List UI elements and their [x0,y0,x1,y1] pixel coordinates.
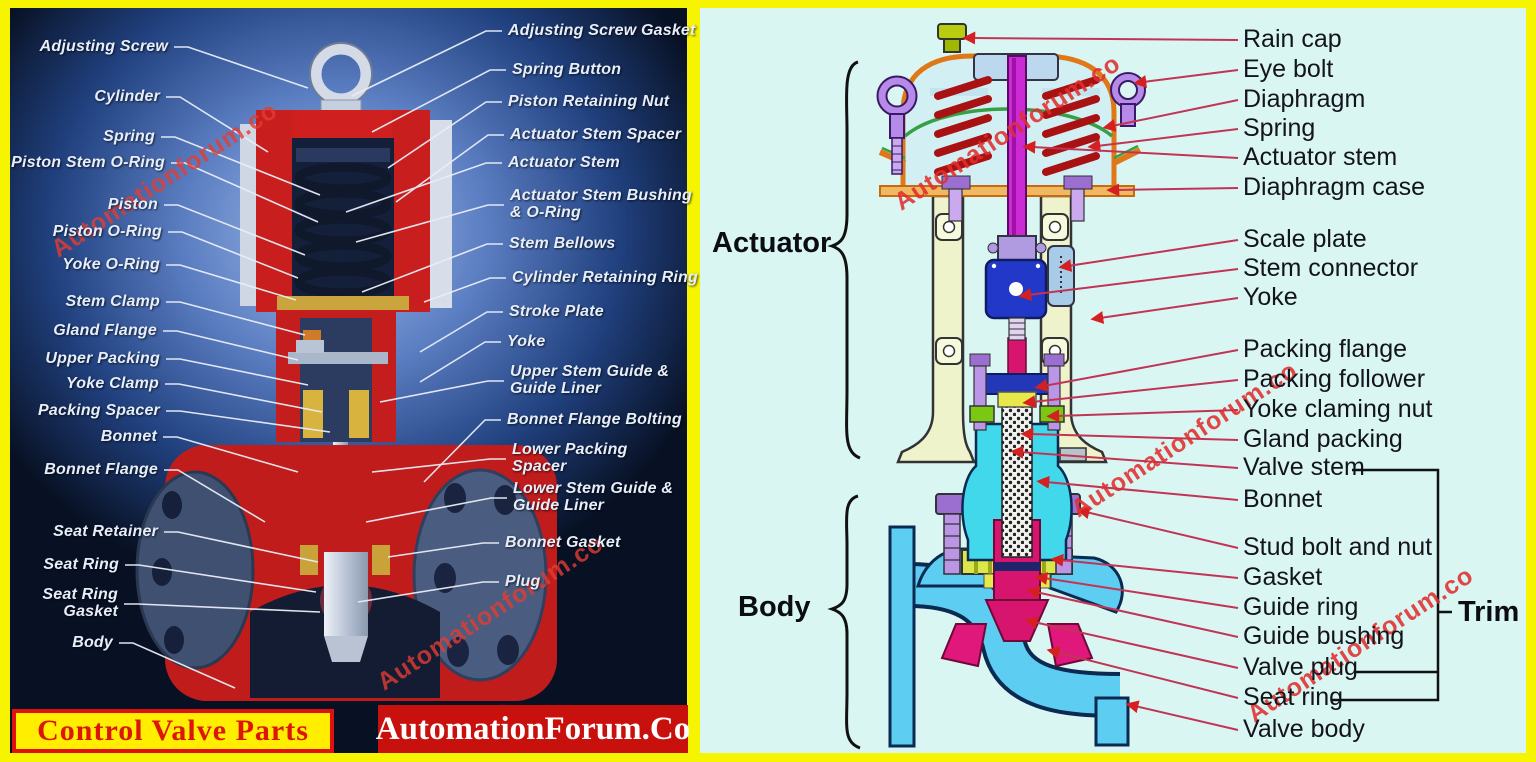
part-label-diaphragm: Diaphragm [1243,85,1366,113]
part-label-yoke: Yoke [1243,283,1298,311]
part-label-stud-bolt-and-nut: Stud bolt and nut [1243,533,1433,561]
part-label-bonnet: Bonnet [1243,485,1323,513]
part-label-spring: Spring [103,128,155,145]
part-label-yoke: Yoke [507,333,546,350]
part-label-scale-plate: Scale plate [1243,225,1367,253]
title-box: Control Valve Parts [12,709,334,753]
part-label-packing-follower: Packing follower [1243,365,1426,393]
part-label-valve-body: Valve body [1243,715,1365,743]
part-label-adjusting-screw-gasket: Adjusting Screw Gasket [508,22,696,39]
part-label-upper-packing: Upper Packing [45,350,160,367]
part-label-diaphragm-case: Diaphragm case [1243,173,1426,201]
part-label-adjusting-screw: Adjusting Screw [39,38,168,55]
part-label-bonnet-flange: Bonnet Flange [44,461,158,478]
watermark: Automationforum.co [372,528,609,697]
group-label-trim: Trim [1458,596,1520,628]
part-label-seat-ring: Seat ring [1243,683,1344,711]
part-label-gasket: Gasket [1243,563,1323,591]
part-label-actuator-stem-bushing-o-ring: Actuator Stem Bushing & O-Ring [510,187,692,221]
part-label-bonnet-flange-bolting: Bonnet Flange Bolting [507,411,682,428]
part-label-piston: Piston [107,196,158,213]
part-label-stem-bellows: Stem Bellows [509,235,616,252]
part-label-actuator-stem-spacer: Actuator Stem Spacer [510,126,682,143]
part-label-piston-retaining-nut: Piston Retaining Nut [508,93,670,110]
part-label-valve-stem: Valve stem [1243,453,1365,481]
part-label-rain-cap: Rain cap [1243,25,1342,53]
part-label-seat-ring: Seat Ring [43,556,119,573]
part-label-lower-stem-guide-guide-liner: Lower Stem Guide & Guide Liner [513,480,674,514]
part-label-upper-stem-guide-guide-liner: Upper Stem Guide & Guide Liner [510,363,670,397]
part-label-cylinder: Cylinder [94,88,160,105]
part-label-yoke-o-ring: Yoke O-Ring [62,256,160,273]
part-label-bonnet-gasket: Bonnet Gasket [505,534,621,551]
part-label-plug: Plug [505,573,541,590]
part-label-piston-stem-o-ring: Piston Stem O-Ring [11,154,165,171]
part-label-piston-o-ring: Piston O-Ring [52,223,162,240]
part-label-actuator-stem: Actuator stem [1243,143,1398,171]
group-label-body: Body [738,591,811,623]
part-label-stem-clamp: Stem Clamp [65,293,160,310]
part-label-stroke-plate: Stroke Plate [509,303,604,320]
part-label-seat-ring-gasket: Seat Ring Gasket [42,586,118,620]
part-label-actuator-stem: Actuator Stem [508,154,620,171]
brand-logo: AutomationForum.Co [376,705,690,753]
group-label-actuator: Actuator [712,227,832,259]
part-label-bonnet: Bonnet [100,428,157,445]
part-label-packing-spacer: Packing Spacer [38,402,160,419]
part-label-body: Body [72,634,113,651]
part-label-valve-plug: Valve plug [1243,653,1358,681]
part-label-yoke-claming-nut: Yoke claming nut [1243,395,1433,423]
part-label-yoke-clamp: Yoke Clamp [66,375,159,392]
part-label-spring: Spring [1243,114,1316,142]
part-label-guide-ring: Guide ring [1243,593,1359,621]
part-label-gland-flange: Gland Flange [53,322,157,339]
part-label-eye-bolt: Eye bolt [1243,55,1334,83]
part-label-packing-flange: Packing flange [1243,335,1408,363]
part-label-lower-packing-spacer: Lower Packing Spacer [512,441,628,475]
part-label-spring-button: Spring Button [512,61,622,78]
part-label-cylinder-retaining-ring: Cylinder Retaining Ring [512,269,698,286]
part-label-gland-packing: Gland packing [1243,425,1403,453]
part-label-stem-connector: Stem connector [1243,254,1419,282]
part-label-guide-bushing: Guide bushing [1243,622,1405,650]
part-label-seat-retainer: Seat Retainer [53,523,158,540]
watermark: Automationforum.co [889,48,1126,217]
